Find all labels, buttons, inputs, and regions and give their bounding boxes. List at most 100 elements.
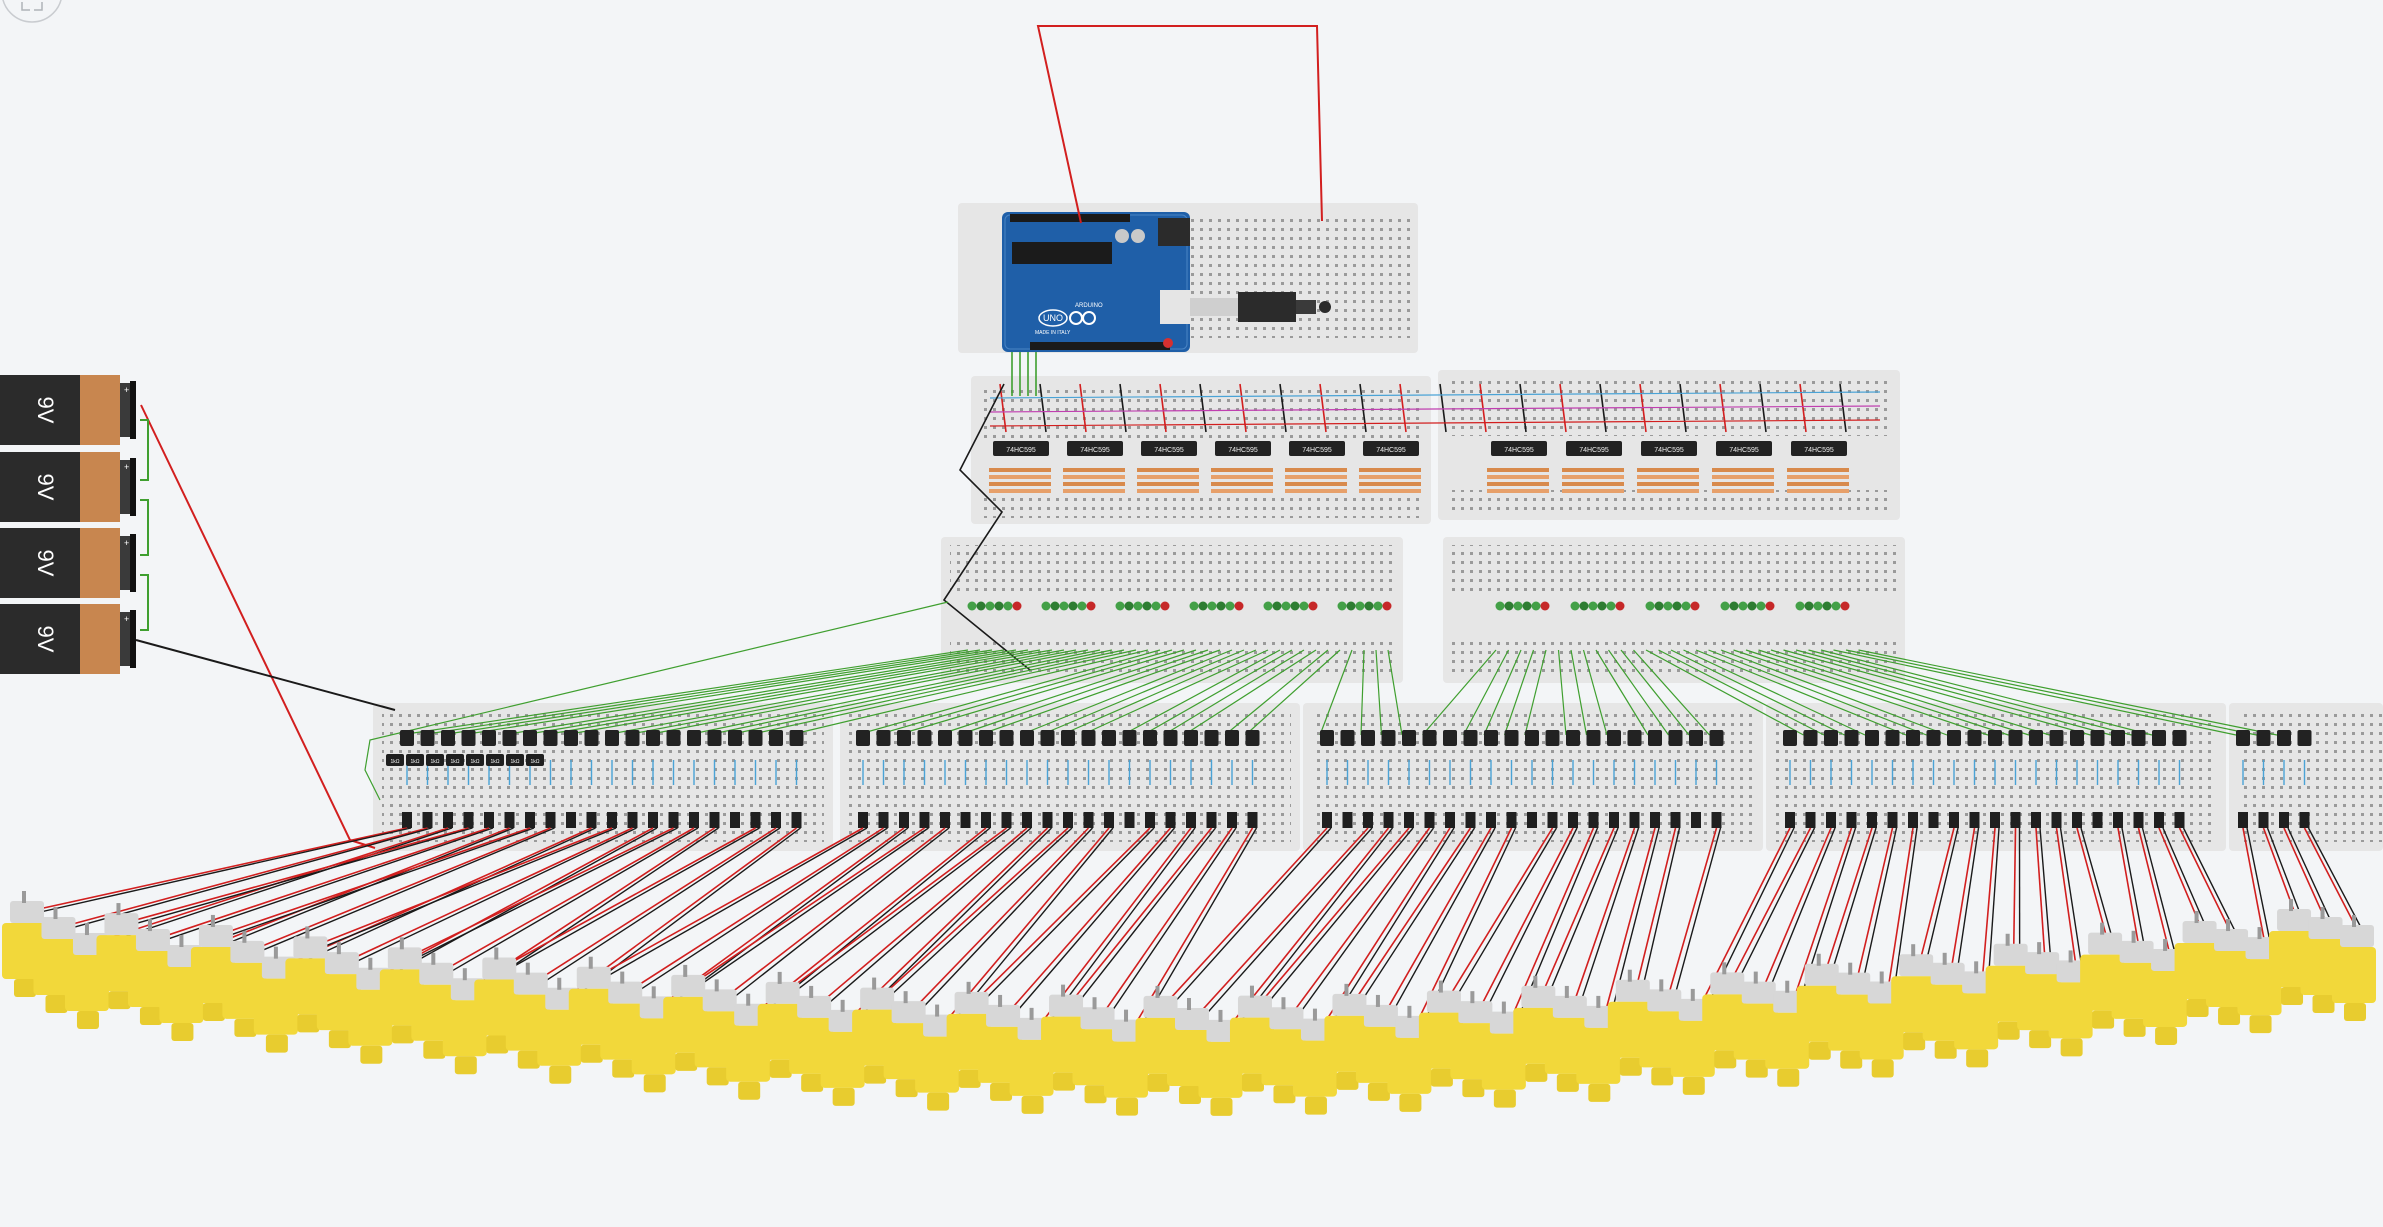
shift-register-chip[interactable]: 74HC595 [989,441,1051,493]
led[interactable] [1579,601,1589,611]
motor-wire-black[interactable] [633,827,888,995]
motor-driver[interactable] [2049,730,2064,828]
motor-wire-red[interactable] [974,827,1151,1003]
bus-wire[interactable] [989,419,1881,427]
motor-wire-red[interactable] [1635,827,1677,990]
motor-wire-black[interactable] [2307,827,2367,938]
resistor[interactable]: 1kΩ [386,754,404,766]
motor-wire-black[interactable] [35,827,412,914]
led[interactable] [1654,601,1664,611]
motor-driver[interactable] [748,730,763,828]
motor-wire-red[interactable] [2242,827,2267,948]
motor-driver[interactable] [876,730,891,828]
motor-wire-red[interactable] [1005,827,1172,1016]
signal-wire[interactable] [399,649,969,736]
motor-driver[interactable] [769,730,783,828]
signal-wire[interactable] [1122,649,1281,736]
motor-driver[interactable] [979,730,993,828]
signal-wire[interactable] [1683,649,1866,736]
signal-wire[interactable] [1387,649,1403,736]
signal-wire[interactable] [1570,649,1588,736]
signal-wire[interactable] [522,649,1029,736]
control-wire[interactable] [999,383,1007,433]
motor-driver[interactable] [1926,730,1941,828]
motor-wire-red[interactable] [1288,827,1431,1018]
led[interactable] [994,601,1004,611]
signal-wire[interactable] [1245,649,1341,736]
led[interactable] [1364,601,1374,611]
motor-wire-black[interactable] [696,827,929,988]
motor-driver[interactable] [1204,730,1219,828]
signal-wire[interactable] [707,649,1113,736]
signal-wires[interactable] [364,601,2278,801]
led[interactable] [1133,601,1143,611]
led[interactable] [1495,601,1505,611]
breadboard-shift-left[interactable] [971,376,1431,524]
motor-driver[interactable] [2029,730,2043,828]
led[interactable] [1041,601,1051,611]
motor-driver[interactable] [2256,730,2271,828]
motor-wire-red[interactable] [1823,827,1873,975]
control-wire[interactable] [1159,383,1167,433]
signal-wire[interactable] [1733,649,1989,736]
motor-wire-red[interactable] [124,827,469,924]
dc-motor[interactable] [600,971,645,1078]
signal-wire[interactable] [1483,649,1522,736]
motor-driver[interactable] [1361,730,1375,828]
signal-wire[interactable] [1163,649,1305,736]
motor-driver[interactable] [1381,730,1396,828]
motor-wire-red[interactable] [1918,827,1955,965]
motor-wire-black[interactable] [1578,827,1640,1009]
breadboard-led-right[interactable] [1443,537,1905,683]
motor-wire-red[interactable] [1666,827,1718,1000]
control-wire[interactable] [1399,383,1407,433]
motor-driver[interactable] [1340,730,1355,828]
motor-wire-black[interactable] [1641,827,1681,992]
dc-motor[interactable] [694,979,739,1086]
led[interactable] [1681,601,1691,611]
signal-wire[interactable] [1633,649,1710,736]
motor-driver[interactable] [1844,730,1859,828]
led[interactable] [1720,601,1730,611]
motor-driver[interactable] [687,730,701,828]
battery-9v[interactable]: 9V+ [0,528,136,598]
motor-wire-black[interactable] [822,827,1032,1009]
motor-wire-red[interactable] [1383,827,1492,1016]
motor-wire-black[interactable] [1893,827,1918,994]
led[interactable] [1012,601,1022,611]
led[interactable] [1672,601,1682,611]
motor-wire-black[interactable] [1357,827,1476,1007]
motor-wire-black[interactable] [2039,827,2052,965]
led[interactable] [1756,601,1766,611]
motor-wire-black[interactable] [1924,827,1959,967]
motor-wire-red[interactable] [627,827,884,993]
motor-wire-red[interactable] [375,827,654,979]
led[interactable] [967,601,977,611]
motor-wire-red[interactable] [1761,827,1832,992]
shift-register-chip[interactable]: 74HC595 [1063,441,1125,493]
motor-wire-red[interactable] [816,827,1028,1007]
motor-wire-black[interactable] [1452,827,1558,1003]
motor-driver[interactable] [1783,730,1797,828]
led[interactable] [1086,601,1096,611]
motor-wire-red[interactable] [533,827,777,984]
motor-wire-black[interactable] [539,827,781,986]
led[interactable] [1299,601,1309,611]
led[interactable] [1290,601,1300,611]
shift-register-chip[interactable]: 74HC595 [1211,441,1273,493]
motor-driver[interactable] [2090,730,2105,828]
led[interactable] [1840,601,1850,611]
led[interactable] [1795,601,1805,611]
signal-wire[interactable] [1858,649,2278,736]
motor-driver[interactable] [584,730,599,828]
motor-wire-red[interactable] [250,827,551,952]
resistor[interactable]: 1kΩ [406,754,424,766]
motor-driver[interactable] [1885,730,1900,828]
led[interactable] [1346,601,1356,611]
signal-wire[interactable] [1608,649,1669,736]
motor-wire-red[interactable] [2303,827,2361,936]
motor-driver[interactable] [1865,730,1879,828]
motor-wire-black[interactable] [602,827,868,980]
motor-wire-black[interactable] [507,827,760,971]
motor-driver[interactable] [917,730,932,828]
